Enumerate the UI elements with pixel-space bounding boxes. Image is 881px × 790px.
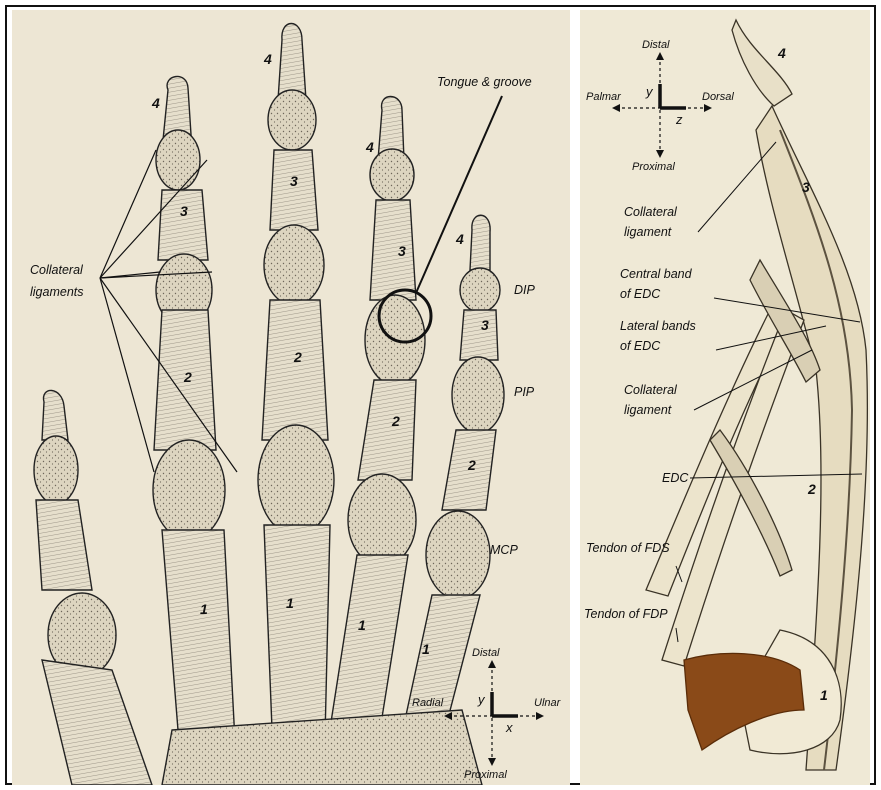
phalanx-number: 2 [183, 369, 192, 385]
phalanx-number: 2 [467, 457, 476, 473]
phalanx-number: 1 [286, 595, 294, 611]
axis-proximal-label: Proximal [464, 769, 507, 781]
pip-label: PIP [514, 385, 535, 399]
phalanx-number: 2 [807, 481, 816, 497]
phalanx-number: 1 [200, 601, 208, 617]
lateral-bands-line2: of EDC [620, 339, 661, 353]
phalanx-number: 2 [391, 413, 400, 429]
phalanx-number: 3 [398, 243, 406, 259]
phalanx-number: 1 [358, 617, 366, 633]
collateral-ligaments-label-line2: ligaments [30, 285, 84, 299]
axis-distal-label: Distal [642, 39, 670, 51]
axis-radial-label: Radial [412, 697, 444, 709]
phalanx-number: 1 [820, 687, 828, 703]
phalanx-number: 4 [777, 45, 786, 61]
central-band-line1: Central band [620, 267, 693, 281]
mcp-label: MCP [490, 543, 518, 557]
phalanx-number: 4 [455, 231, 464, 247]
finger-tendon-panel: Collateral ligament Central band of EDC … [580, 10, 870, 785]
axis-distal-label: Distal [472, 647, 500, 659]
axis-dorsal-label: Dorsal [702, 91, 734, 103]
phalanx-number: 3 [290, 173, 298, 189]
tendon-fdp-label: Tendon of FDP [584, 607, 668, 621]
hand-skeleton-panel: Tongue & groove Collateral ligaments DIP… [12, 10, 570, 785]
distal-phalanx [732, 20, 792, 106]
middle-finger [258, 24, 334, 781]
collateral-ligament-1-line2: ligament [624, 225, 672, 239]
ring-finger [322, 97, 425, 781]
collateral-ligament-2-line1: Collateral [624, 383, 678, 397]
tendon-fdp [662, 310, 804, 666]
axis-z-label: z [675, 112, 683, 127]
index-finger [153, 76, 237, 780]
axis-ulnar-label: Ulnar [534, 697, 562, 709]
collateral-ligaments-label-line1: Collateral [30, 263, 84, 277]
phalanx-number: 3 [180, 203, 188, 219]
central-band-line2: of EDC [620, 287, 661, 301]
finger-bones [34, 24, 504, 786]
phalanx-number: 1 [422, 641, 430, 657]
collateral-ligament-2-line2: ligament [624, 403, 672, 417]
axis-palmar-label: Palmar [586, 91, 622, 103]
phalanx-number: 4 [263, 51, 272, 67]
tendon-fds-label: Tendon of FDS [586, 541, 670, 555]
finger-side-illustration [646, 20, 867, 770]
phalanx-number: 4 [365, 139, 374, 155]
tongue-groove-label: Tongue & groove [437, 75, 532, 89]
phalanx-number: 3 [481, 317, 489, 333]
thumb [34, 390, 152, 785]
collateral-ligament-1-line1: Collateral [624, 205, 678, 219]
axis-y-label: y [477, 692, 486, 707]
phalanx-number: 4 [151, 95, 160, 111]
phalanx-number: 3 [802, 179, 810, 195]
lateral-bands-line1: Lateral bands [620, 319, 696, 333]
axis-x-label: x [505, 720, 513, 735]
orientation-axes-right: Distal Proximal Palmar Dorsal y z [586, 39, 734, 173]
edc-label: EDC [662, 471, 689, 485]
phalanx-number: 2 [293, 349, 302, 365]
axis-proximal-label: Proximal [632, 161, 675, 173]
dip-label: DIP [514, 283, 536, 297]
axis-y-label: y [645, 84, 654, 99]
